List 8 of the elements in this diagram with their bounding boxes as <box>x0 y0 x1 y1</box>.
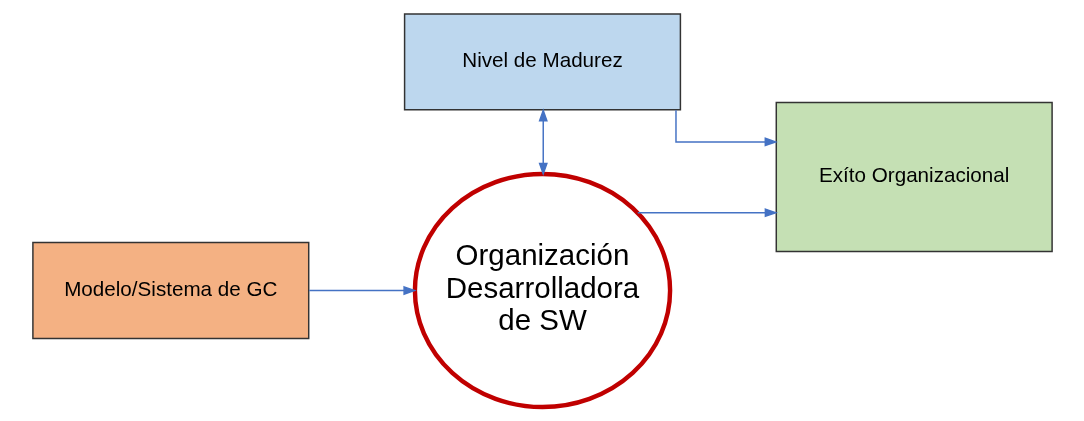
node-box: Exíto Organizacional <box>775 101 1053 253</box>
arrow <box>674 109 778 147</box>
arrow <box>538 108 548 177</box>
arrow <box>308 285 417 296</box>
node-box: Nivel de Madurez <box>403 13 681 111</box>
node-box: Modelo/Sistema de GC <box>31 241 309 340</box>
arrow <box>636 208 778 218</box>
node-circle: Organización Desarrolladora de SW <box>412 171 672 410</box>
